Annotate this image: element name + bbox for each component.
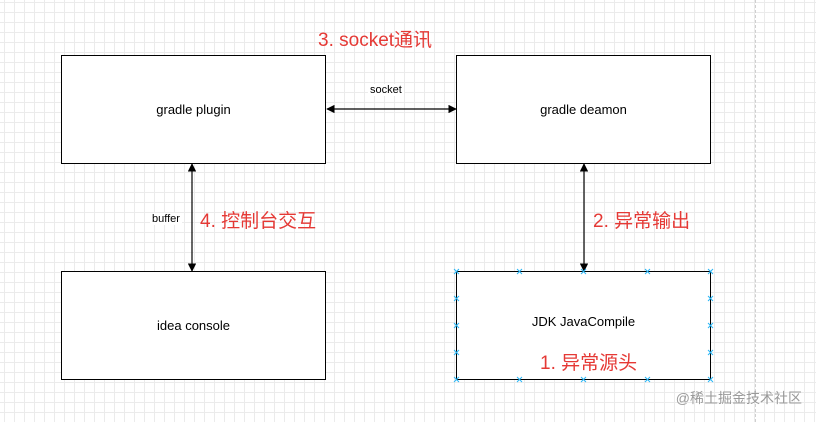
step1-annotation: 1. 异常源头 [540,353,638,374]
selection-handle[interactable] [644,268,651,275]
gradle-deamon-node[interactable]: gradle deamon [456,55,711,164]
gradle-plugin-label: gradle plugin [156,102,231,117]
selection-handle[interactable] [580,376,587,383]
selection-handle[interactable] [453,268,460,275]
selection-handle[interactable] [707,349,714,356]
step4-annotation: 4. 控制台交互 [200,211,317,232]
step2-annotation: 2. 异常输出 [593,211,691,232]
selection-handle[interactable] [707,376,714,383]
step3-annotation: 3. socket通讯 [318,30,433,51]
selection-handle[interactable] [453,349,460,356]
watermark: @稀土掘金技术社区 [675,390,802,406]
selection-handle[interactable] [453,295,460,302]
gradle-deamon-label: gradle deamon [540,102,627,117]
selection-handle[interactable] [580,268,587,275]
selection-handle[interactable] [516,268,523,275]
jdk-javacompile-node[interactable]: JDK JavaCompile [456,271,711,380]
gradle-plugin-node[interactable]: gradle plugin [61,55,326,164]
selection-handle[interactable] [516,376,523,383]
buffer-edge-label: buffer [150,213,182,225]
selection-handle[interactable] [644,376,651,383]
selection-handle[interactable] [453,322,460,329]
page-boundary-line [755,0,756,422]
idea-console-label: idea console [157,318,230,333]
socket-edge-label: socket [368,84,404,96]
jdk-javacompile-label: JDK JavaCompile [531,314,636,329]
selection-handle[interactable] [453,376,460,383]
idea-console-node[interactable]: idea console [61,271,326,380]
selection-handle[interactable] [707,268,714,275]
selection-handle[interactable] [707,322,714,329]
selection-handle[interactable] [707,295,714,302]
